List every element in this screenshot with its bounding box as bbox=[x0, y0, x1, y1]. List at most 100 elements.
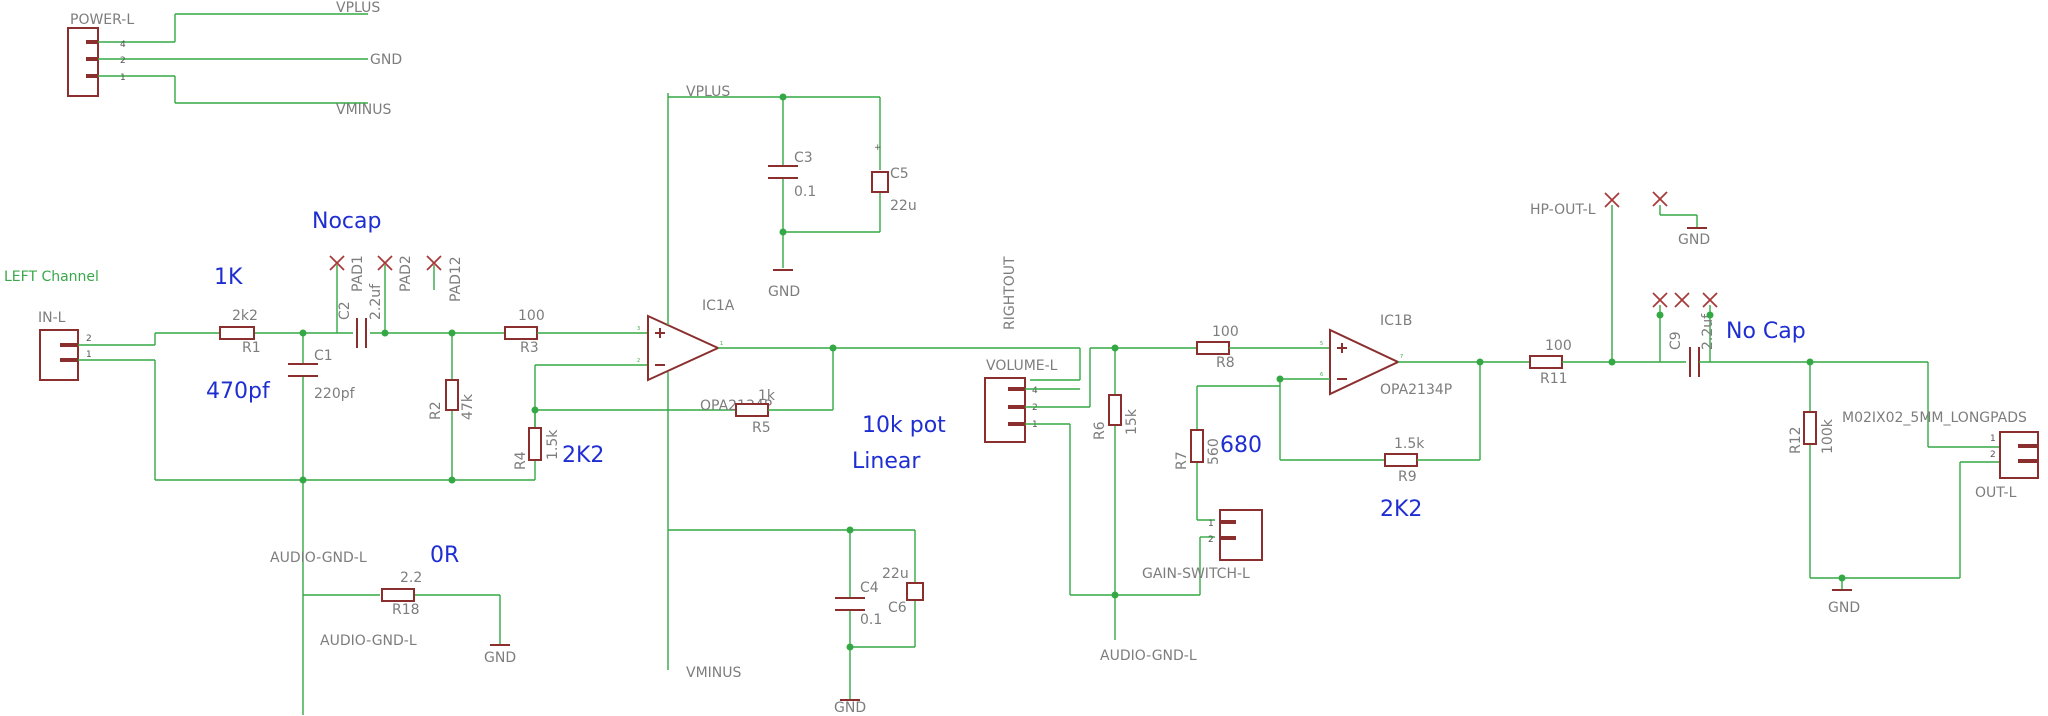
c5-value: 22u bbox=[890, 198, 917, 214]
r3-name: R3 bbox=[520, 340, 539, 356]
c2-name: C2 bbox=[337, 301, 353, 320]
c6-name: C6 bbox=[888, 600, 907, 616]
note-r1-1k: 1K bbox=[214, 265, 243, 290]
gnd-label-4: GND bbox=[1678, 232, 1710, 248]
note-pot-1: 10k pot bbox=[862, 413, 946, 438]
gnd-symbol-c4: GND bbox=[834, 699, 866, 716]
svg-text:7: 7 bbox=[1400, 354, 1403, 360]
resistor-r5: 1k R5 bbox=[735, 388, 776, 436]
ic1b-part: OPA2134P bbox=[1380, 382, 1452, 398]
resistor-r2: R2 47k bbox=[428, 379, 476, 420]
svg-text:2: 2 bbox=[1990, 450, 1996, 460]
gnd-label-3: GND bbox=[834, 700, 866, 716]
pad12-label: PAD12 bbox=[448, 256, 464, 302]
r11-name: R11 bbox=[1540, 371, 1568, 387]
hp-out-label: HP-OUT-L bbox=[1530, 202, 1596, 218]
resistor-r1: 2k2 R1 bbox=[219, 308, 261, 356]
net-rightout: RIGHTOUT bbox=[1002, 256, 1018, 330]
pad2-label: PAD2 bbox=[398, 255, 414, 292]
c4-value: 0.1 bbox=[860, 612, 882, 628]
svg-text:4: 4 bbox=[1032, 386, 1038, 396]
volume-connector: VOLUME-L 4 2 1 bbox=[984, 358, 1058, 443]
r2-value: 47k bbox=[460, 393, 476, 420]
c3-name: C3 bbox=[794, 150, 813, 166]
svg-text:1: 1 bbox=[120, 73, 126, 83]
output-connector-label: OUT-L bbox=[1975, 485, 2017, 501]
note-nocap-left: Nocap bbox=[312, 209, 381, 234]
c9-value: 2.2uf bbox=[1700, 313, 1716, 350]
capacitor-c3: C3 0.1 bbox=[768, 150, 816, 200]
r4-name: R4 bbox=[513, 451, 529, 470]
gain-switch-label: GAIN-SWITCH-L bbox=[1142, 566, 1250, 582]
svg-text:+: + bbox=[874, 143, 882, 153]
opamp-ic1a: IC1A OPA2134P 3 2 1 bbox=[637, 298, 772, 414]
svg-text:1: 1 bbox=[86, 350, 92, 360]
input-connector-label: IN-L bbox=[38, 310, 66, 326]
net-vminus-mid: VMINUS bbox=[686, 665, 742, 681]
capacitor-c4: C4 0.1 bbox=[835, 580, 882, 628]
capacitor-c1: C1 220pf bbox=[288, 348, 356, 402]
c1-value: 220pf bbox=[314, 386, 356, 402]
r12-name: R12 bbox=[1788, 426, 1804, 454]
output-connector-part: M02IX02_5MM_LONGPADS bbox=[1842, 410, 2027, 426]
c3-value: 0.1 bbox=[794, 184, 816, 200]
gnd-symbol-top-right: GND bbox=[1652, 191, 1710, 248]
note-pot-2: Linear bbox=[852, 449, 921, 474]
c2-value: 2.2uf bbox=[368, 283, 384, 320]
r3-value: 100 bbox=[518, 308, 545, 324]
resistor-r3: 100 R3 bbox=[504, 308, 545, 356]
r6-name: R6 bbox=[1092, 421, 1108, 440]
capacitor-c9: C9 2.2uf bbox=[1652, 292, 1718, 377]
resistor-r8: 100 R8 bbox=[1196, 324, 1239, 371]
volume-connector-label: VOLUME-L bbox=[986, 358, 1058, 374]
input-connector: IN-L 2 1 bbox=[38, 310, 92, 381]
c1-name: C1 bbox=[314, 348, 333, 364]
gain-switch-connector: 1 2 GAIN-SWITCH-L bbox=[1142, 509, 1263, 582]
net-vplus-mid: VPLUS bbox=[686, 84, 730, 100]
capacitor-c6: 22u C6 bbox=[882, 566, 924, 616]
resistor-r18: 2.2 R18 bbox=[381, 570, 422, 618]
c6-value: 22u bbox=[882, 566, 909, 582]
net-gnd-top: GND bbox=[370, 52, 402, 68]
r18-name: R18 bbox=[392, 602, 420, 618]
r7-value: 560 bbox=[1206, 438, 1222, 465]
svg-text:1: 1 bbox=[1208, 519, 1214, 529]
r9-value: 1.5k bbox=[1394, 436, 1425, 452]
ic1b-name: IC1B bbox=[1380, 313, 1412, 329]
resistor-r6: R6 15k bbox=[1092, 394, 1140, 440]
r18-value: 2.2 bbox=[400, 570, 422, 586]
pad1-label: PAD1 bbox=[350, 255, 366, 292]
power-connector-label: POWER-L bbox=[70, 12, 134, 28]
pad-markers: PAD1 PAD2 PAD12 bbox=[329, 255, 464, 302]
note-r9-2k2: 2K2 bbox=[1380, 497, 1422, 522]
svg-text:1: 1 bbox=[720, 341, 723, 347]
c9-name: C9 bbox=[1668, 331, 1684, 350]
annotations: Nocap 1K 470pf 2K2 0R 10k pot Linear 680… bbox=[206, 209, 1806, 568]
note-r18-0r: 0R bbox=[430, 543, 459, 568]
note-nocap-right: No Cap bbox=[1726, 319, 1806, 344]
svg-text:2: 2 bbox=[637, 358, 640, 364]
capacitor-c2: C2 2.2uf bbox=[337, 283, 384, 348]
r1-value: 2k2 bbox=[232, 308, 258, 324]
gnd-label-2: GND bbox=[768, 284, 800, 300]
net-audio-gnd-l-2: AUDIO-GND-L bbox=[320, 633, 417, 649]
gnd-symbol-c3: GND bbox=[768, 269, 800, 300]
r8-name: R8 bbox=[1216, 355, 1235, 371]
net-vplus-top: VPLUS bbox=[336, 0, 380, 16]
resistor-r4: R4 1.5k bbox=[513, 427, 561, 470]
r1-name: R1 bbox=[242, 340, 261, 356]
svg-text:4: 4 bbox=[120, 40, 126, 50]
net-audio-gnd-l-3: AUDIO-GND-L bbox=[1100, 648, 1197, 664]
junction-dots bbox=[299, 93, 1846, 651]
svg-text:6: 6 bbox=[1320, 372, 1323, 378]
output-connector: 1 2 OUT-L M02IX02_5MM_LONGPADS bbox=[1842, 410, 2039, 501]
svg-text:2: 2 bbox=[120, 56, 126, 66]
net-vminus-top: VMINUS bbox=[336, 102, 392, 118]
r12-value: 100k bbox=[1820, 418, 1836, 454]
c5-name: C5 bbox=[890, 166, 909, 182]
channel-label: LEFT Channel bbox=[4, 269, 99, 285]
r7-name: R7 bbox=[1174, 451, 1190, 470]
r2-name: R2 bbox=[428, 401, 444, 420]
net-audio-gnd-l-1: AUDIO-GND-L bbox=[270, 550, 367, 566]
